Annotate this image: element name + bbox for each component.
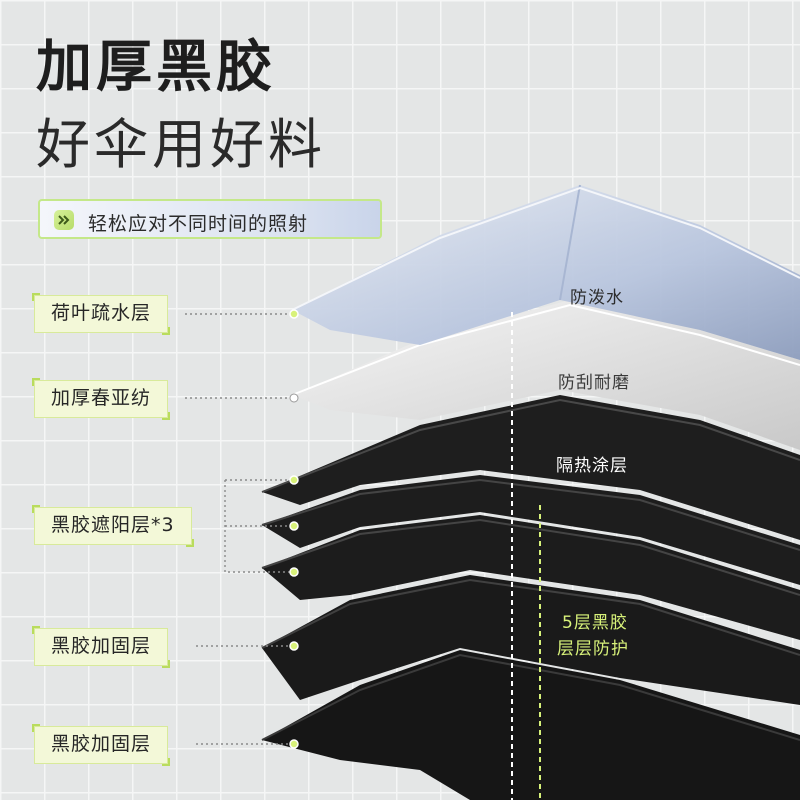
- feature-scratch: 防刮耐磨: [558, 373, 630, 393]
- headline-line2: 好伞用好料: [36, 113, 326, 176]
- feature-five-layers-2: 层层防护: [557, 639, 629, 659]
- feature-five-layers-1: 5层黑胶: [562, 613, 628, 633]
- feature-waterproof: 防泼水: [570, 288, 624, 308]
- label-reinforce-layer-2: 黑胶加固层: [31, 724, 171, 766]
- headline-line1: 加厚黑胶: [36, 35, 276, 100]
- banner-pill: 轻松应对不同时间的照射: [38, 199, 382, 239]
- double-chevron-right-icon: [54, 210, 74, 230]
- label-reinforce-layer-1: 黑胶加固层: [31, 626, 171, 668]
- label-pongee-layer: 加厚春亚纺: [31, 378, 171, 420]
- banner-text: 轻松应对不同时间的照射: [88, 213, 309, 235]
- label-black-coating-x3: 黑胶遮阳层*3: [32, 505, 194, 547]
- feature-heat: 隔热涂层: [556, 456, 628, 476]
- label-lotus-layer: 荷叶疏水层: [31, 293, 171, 335]
- layer-markers: [289, 309, 299, 749]
